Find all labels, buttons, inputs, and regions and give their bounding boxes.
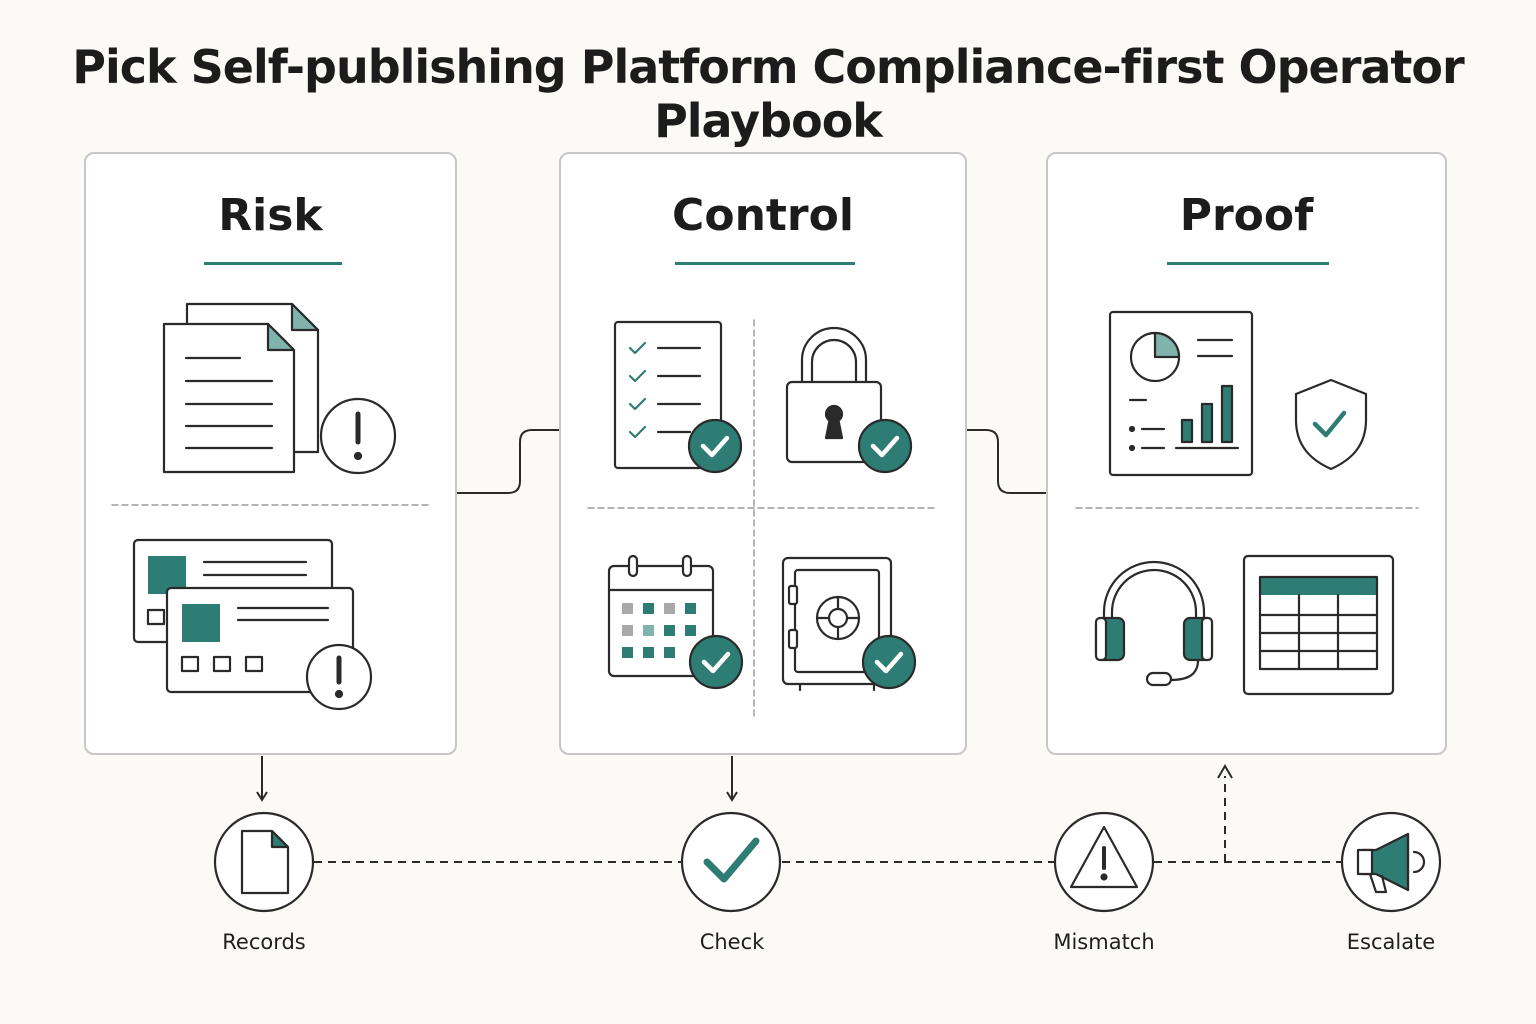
megaphone-icon — [1356, 832, 1426, 894]
document-icon — [240, 829, 290, 895]
step-records — [213, 811, 315, 913]
checkmark-icon — [703, 837, 760, 883]
warning-triangle-icon — [1069, 825, 1139, 889]
table-icon — [1242, 554, 1395, 696]
connector-risk-control — [456, 429, 560, 494]
documents-warning-icon — [162, 302, 397, 475]
panel-title-risk: Risk — [218, 190, 323, 241]
step-label-check: Check — [699, 930, 765, 954]
step-label-records: Records — [222, 930, 306, 954]
calendar-check-icon — [607, 554, 744, 690]
feedback-arrowhead — [1217, 764, 1233, 779]
report-chart-icon — [1108, 310, 1254, 477]
panel-title-control: Control — [672, 190, 854, 241]
cards-warning-icon — [132, 538, 373, 711]
step-mismatch — [1053, 811, 1155, 913]
step-label-mismatch: Mismatch — [1053, 930, 1155, 954]
safe-check-icon — [781, 556, 917, 692]
page-title: Pick Self-publishing Platform Compliance… — [72, 40, 1464, 148]
shield-check-icon — [1294, 378, 1368, 471]
checklist-check-icon — [613, 320, 743, 474]
step-label-escalate: Escalate — [1346, 930, 1436, 954]
panel-title-proof: Proof — [1179, 190, 1314, 241]
lock-check-icon — [785, 326, 913, 474]
connector-control-proof — [966, 429, 1048, 494]
headset-icon — [1094, 560, 1214, 687]
step-escalate — [1340, 811, 1442, 913]
step-check — [680, 811, 782, 913]
